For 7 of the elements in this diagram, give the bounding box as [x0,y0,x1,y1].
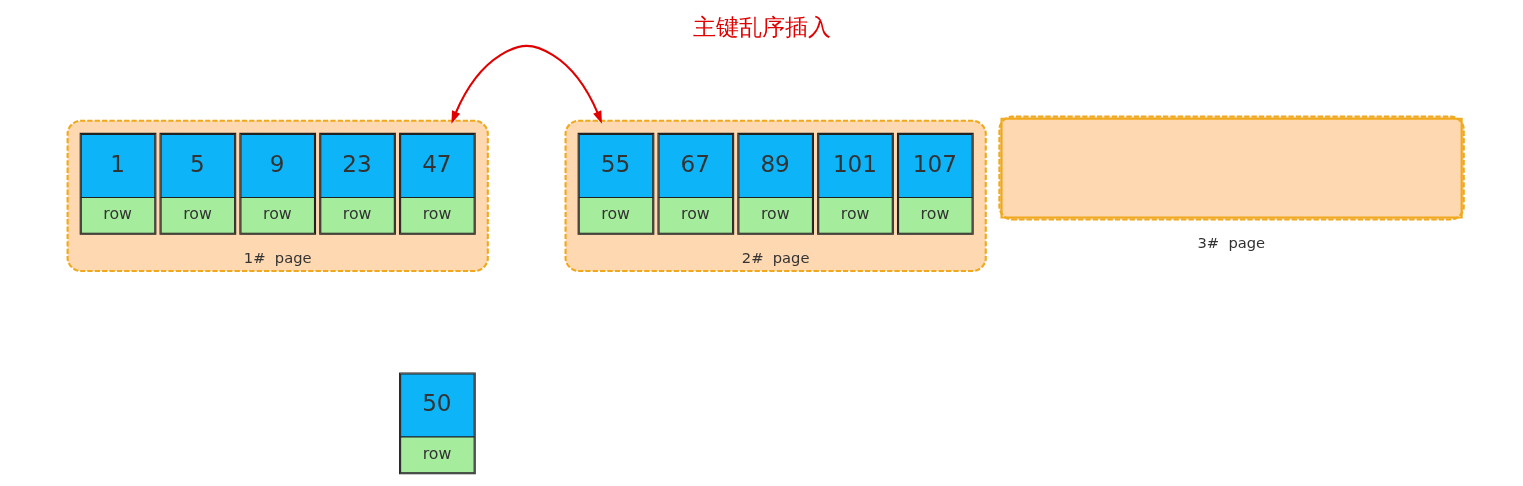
cluster [564,119,987,273]
cluster [66,119,489,273]
node-label: 3# page [1196,234,1265,252]
node-label: 2# page [741,248,809,266]
arrow [450,44,602,124]
diagram-title: 主键乱序插入 [692,13,831,40]
node-label: 1# page [243,248,312,266]
